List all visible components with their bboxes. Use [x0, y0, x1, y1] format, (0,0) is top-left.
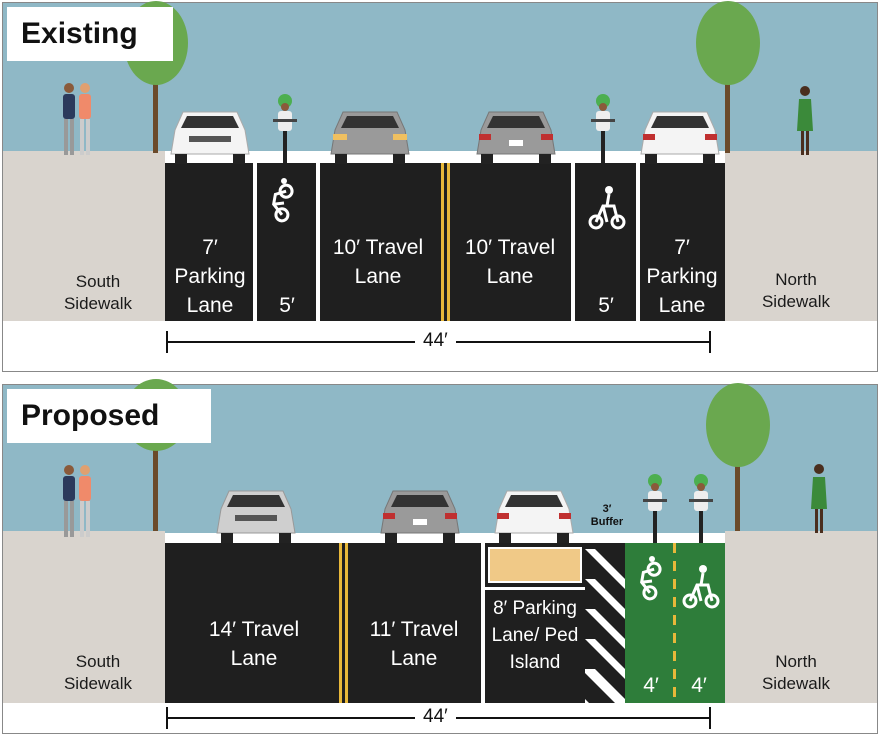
cyclist-icon: [273, 94, 297, 163]
car-icon: [170, 111, 250, 164]
lane-line: [571, 163, 575, 321]
bike-lane-divider: [673, 543, 676, 703]
roadway: [165, 543, 485, 703]
pedestrians-icon: [63, 83, 91, 155]
ped-island-marking: [488, 547, 582, 583]
car-icon: [216, 490, 296, 543]
lane-label-bike-south: 5′: [279, 294, 295, 317]
car-icon: [640, 111, 720, 164]
panel-title: Existing: [7, 7, 173, 61]
lane-label-bike-1: 4′: [643, 674, 659, 697]
south-sidewalk-label: South Sidewalk: [63, 272, 133, 313]
dimension-tick: [709, 331, 711, 353]
bike-symbol-icon: [272, 178, 294, 223]
pedestrian-icon: [811, 464, 827, 533]
north-sidewalk-label: North Sidewalk: [761, 270, 831, 311]
north-sidewalk: [725, 151, 877, 321]
tree-icon: [696, 1, 760, 153]
lane-label-parking-north: 7′ Parking Lane: [646, 236, 718, 317]
lane-label-bike-north: 5′: [598, 294, 614, 317]
existing-panel: South Sidewalk North Sidewalk 7′ Parking…: [2, 1, 878, 372]
lane-label-travel-2: 11′ Travel Lane: [369, 618, 459, 670]
dimension-tick: [709, 707, 711, 729]
lane-label-bike-2: 4′: [691, 674, 707, 697]
center-line: [345, 543, 348, 703]
south-sidewalk: [3, 151, 165, 321]
center-line: [339, 543, 342, 703]
lane-label-travel-1: 14′ Travel Lane: [208, 618, 300, 670]
roadway: [165, 163, 725, 321]
total-width-label: 44′: [415, 330, 456, 352]
car-icon: [380, 490, 460, 543]
lane-line: [485, 587, 585, 590]
proposed-panel: South Sidewalk North Sidewalk 3′ Buffer: [2, 379, 878, 734]
dimension-tick: [166, 707, 168, 729]
lane-label-travel-1: 10′ Travel Lane: [332, 236, 424, 288]
lane-line: [253, 163, 257, 321]
bike-symbol-icon: [640, 556, 662, 601]
bike-symbol-icon: [588, 186, 626, 230]
center-line: [441, 163, 444, 321]
car-icon: [494, 490, 574, 543]
south-sidewalk: [3, 531, 165, 703]
dimension-tick: [166, 331, 168, 353]
lane-label-parking-ped-island: 8′ Parking Lane/ Ped Island: [491, 598, 579, 673]
cyclist-icon: [689, 474, 713, 543]
bike-symbol-icon: [682, 565, 720, 609]
car-icon: [476, 111, 556, 164]
total-width-label: 44′: [415, 706, 456, 728]
tree-icon: [706, 383, 770, 531]
pedestrian-icon: [797, 86, 813, 155]
pedestrians-icon: [63, 465, 91, 537]
lane-line: [316, 163, 320, 321]
south-sidewalk-label: South Sidewalk: [63, 652, 133, 693]
north-sidewalk-label: North Sidewalk: [761, 652, 831, 693]
cyclist-icon: [643, 474, 667, 543]
buffer-hatch: [585, 543, 625, 703]
buffer-label: 3′ Buffer: [590, 503, 624, 528]
panel-title: Proposed: [7, 389, 211, 443]
lane-label-parking-south: 7′ Parking Lane: [174, 236, 246, 317]
car-icon: [330, 111, 410, 164]
center-line: [447, 163, 450, 321]
lane-line: [636, 163, 640, 321]
north-sidewalk: [725, 531, 877, 703]
lane-line: [481, 543, 485, 703]
lane-label-travel-2: 10′ Travel Lane: [464, 236, 556, 288]
cyclist-icon: [591, 94, 615, 163]
